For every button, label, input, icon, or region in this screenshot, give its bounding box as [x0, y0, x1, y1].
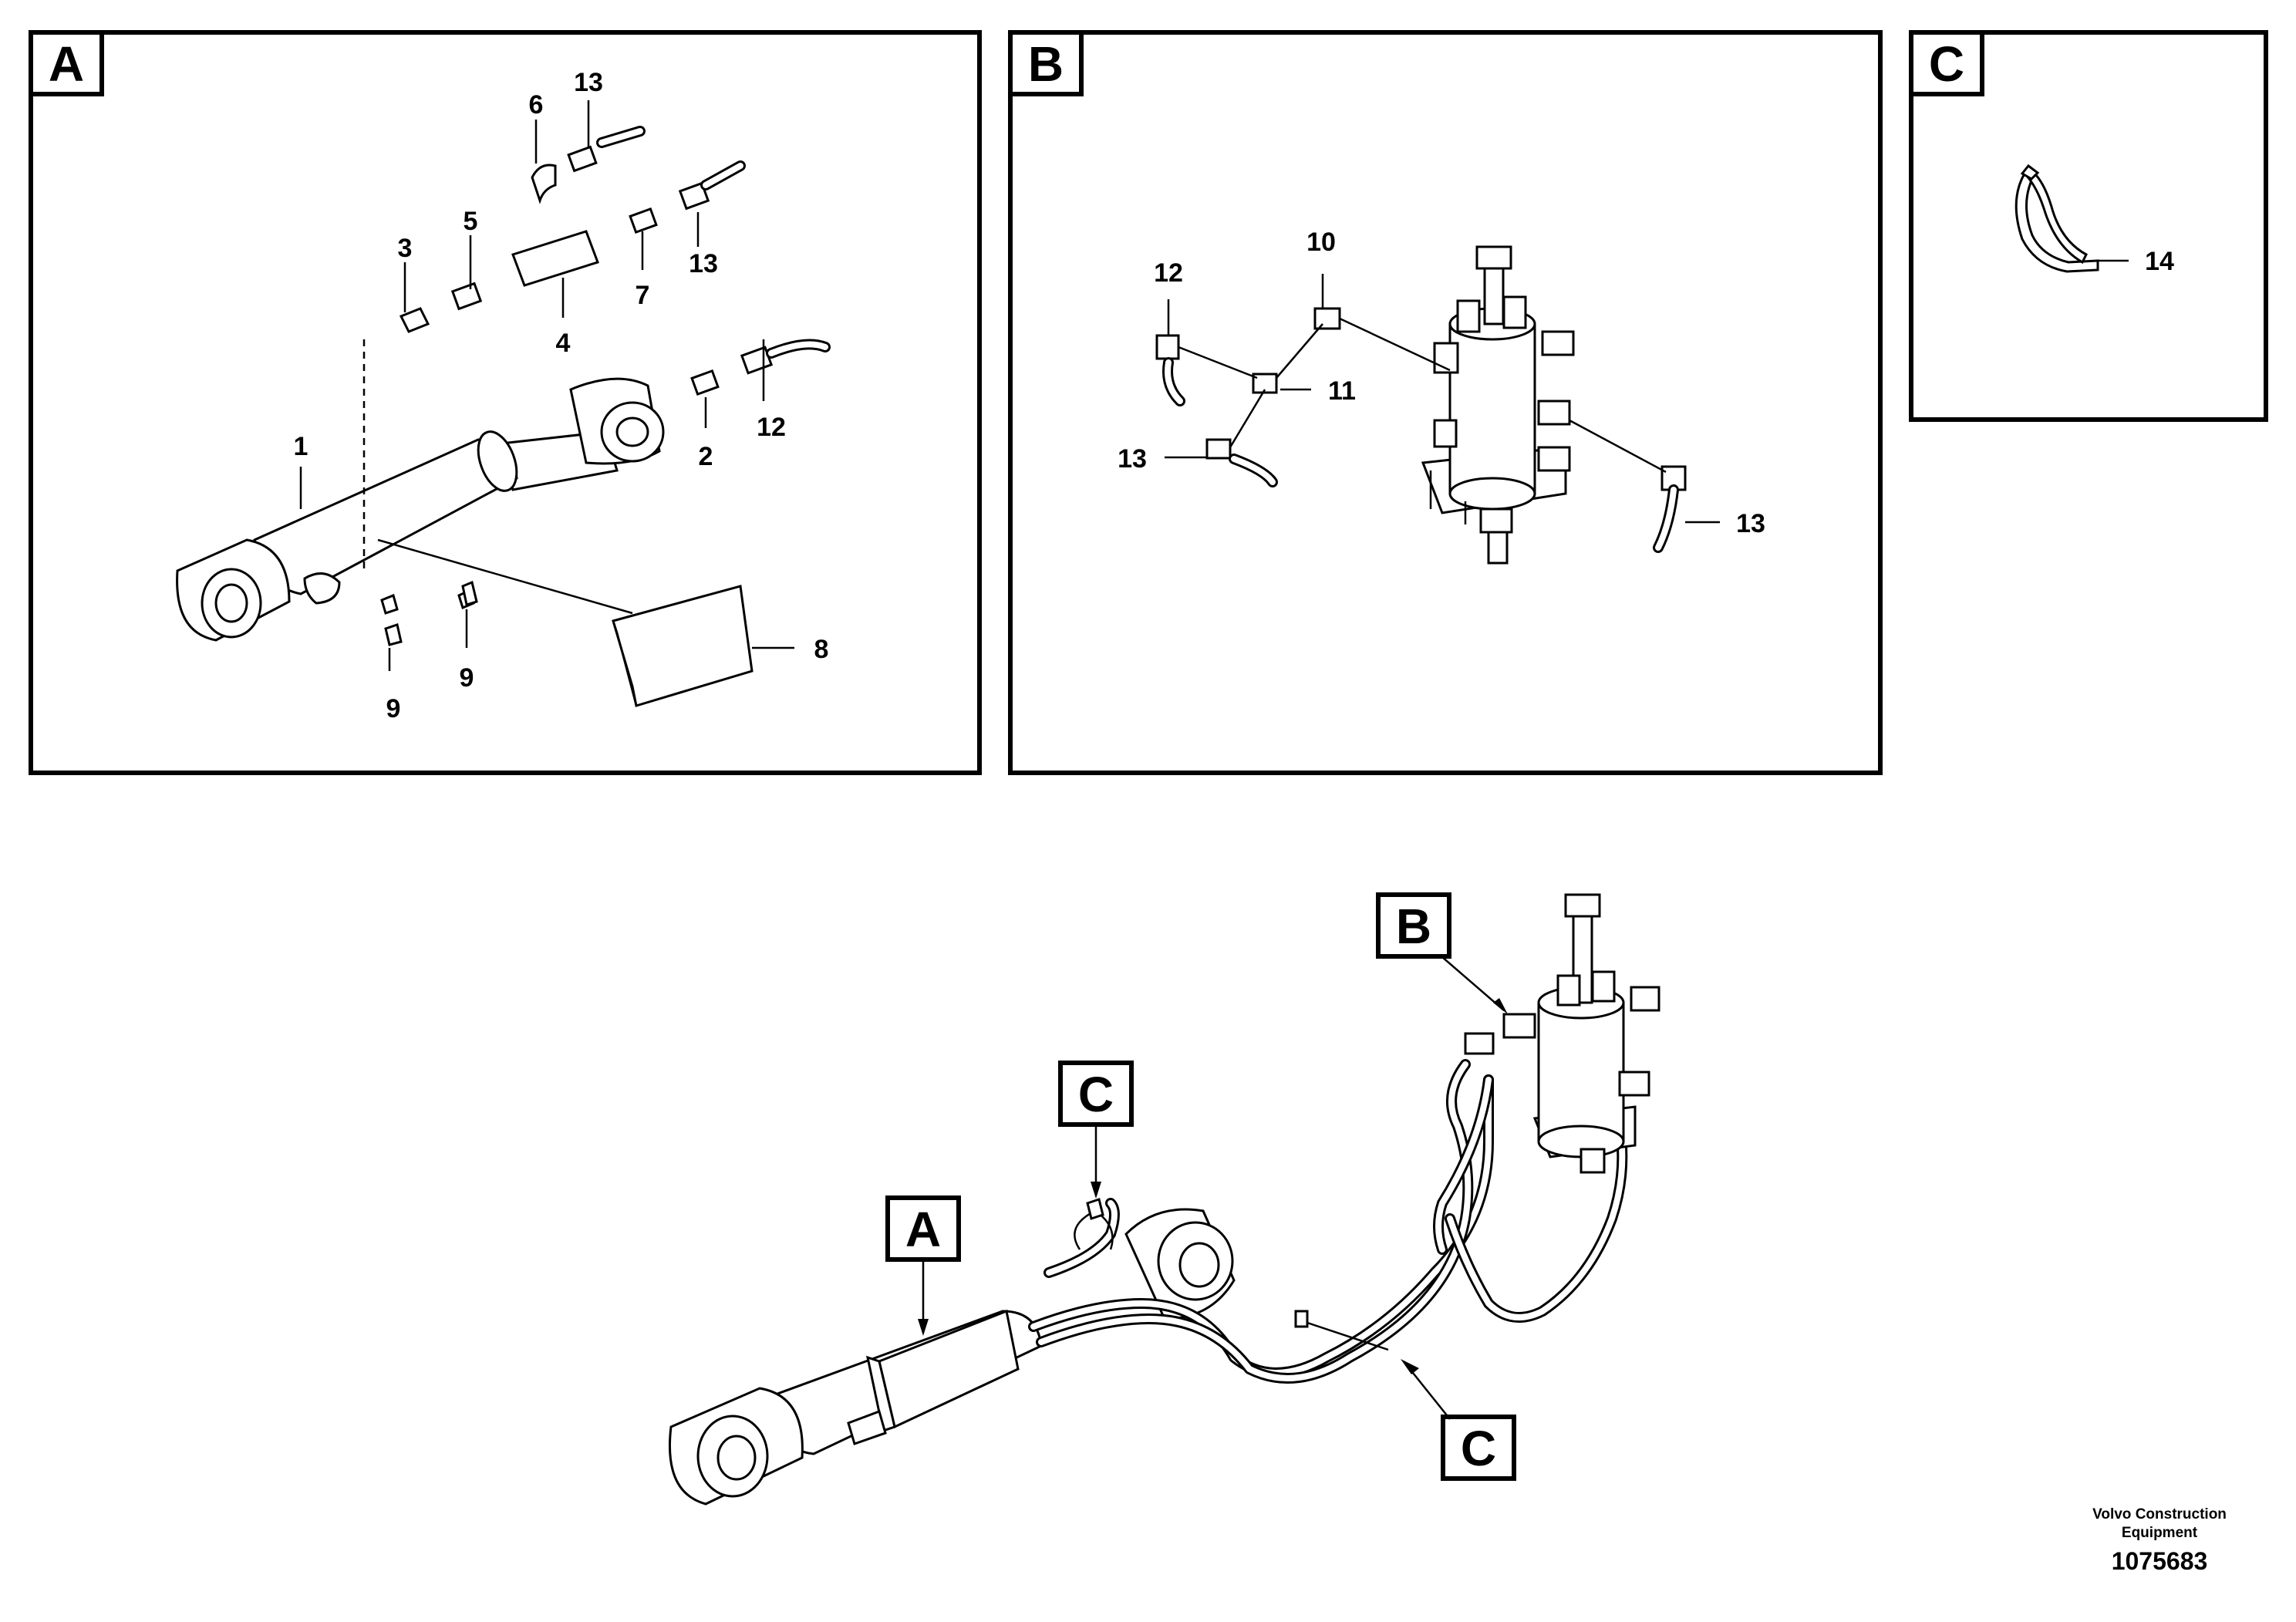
cable-tie [2014, 164, 2129, 273]
callout-13b: 13 [689, 249, 718, 278]
callout-13a: 13 [574, 68, 603, 97]
panel-b-leaders [1165, 274, 1720, 524]
callout-10: 10 [1306, 228, 1336, 257]
overview-tag-c-bottom: C [1401, 1359, 1516, 1481]
callout-14: 14 [2145, 247, 2174, 276]
callout-3: 3 [398, 234, 413, 263]
overview-assembly: A B C C [668, 892, 1660, 1506]
callout-12: 12 [757, 413, 786, 442]
callout-7: 7 [636, 281, 650, 310]
callout-1: 1 [294, 432, 308, 461]
control-valve [1421, 245, 1575, 565]
callout-8: 8 [814, 635, 829, 664]
overview-tag-c-bottom-label: C [1461, 1421, 1496, 1476]
panel-b-callouts: 10 11 12 13 13 [1118, 228, 1765, 538]
callout-13-b-left: 13 [1118, 444, 1147, 474]
panel-a: A [29, 30, 982, 775]
overview-tag-a-label: A [905, 1202, 941, 1257]
callout-4: 4 [556, 329, 571, 358]
panel-a-leaders [299, 100, 794, 671]
overview-valve [1464, 893, 1660, 1174]
panel-a-tag: A [49, 36, 84, 92]
panel-c: C 14 [1909, 30, 2268, 422]
overview-tag-b-label: B [1396, 899, 1431, 954]
callout-12-b: 12 [1154, 258, 1183, 288]
panel-c-tag: C [1929, 36, 1964, 92]
footer-company: Volvo Construction Equipment [2052, 1506, 2267, 1543]
callout-6: 6 [529, 90, 544, 120]
callout-9b: 9 [460, 663, 474, 693]
overview-tag-c-top: C [1058, 1061, 1134, 1199]
footer-doc-number: 1075683 [2111, 1547, 2208, 1575]
overview-hoses [1028, 1059, 1628, 1384]
callout-13-b-right: 13 [1736, 509, 1765, 538]
overview-tag-b: B [1376, 892, 1508, 1014]
panel-b-fittings [1155, 307, 1687, 553]
callout-2: 2 [699, 442, 713, 471]
footer-company-line2: Equipment [2121, 1525, 2198, 1541]
overview-cylinder [668, 1208, 1236, 1506]
overview-tag-c-top-label: C [1078, 1067, 1114, 1122]
overview-tag-a: A [885, 1195, 961, 1336]
panel-a-callouts: 1 2 3 4 5 6 7 8 9 9 12 13 13 [294, 68, 829, 723]
panel-b-tag: B [1028, 36, 1064, 92]
callout-9a: 9 [386, 694, 401, 723]
footer-company-line1: Volvo Construction [2092, 1506, 2227, 1523]
callout-5: 5 [464, 207, 478, 236]
callout-11: 11 [1328, 376, 1356, 406]
panel-b: B [1008, 30, 1883, 775]
hydraulic-cylinder [176, 377, 665, 642]
panel-a-fittings [362, 126, 831, 707]
